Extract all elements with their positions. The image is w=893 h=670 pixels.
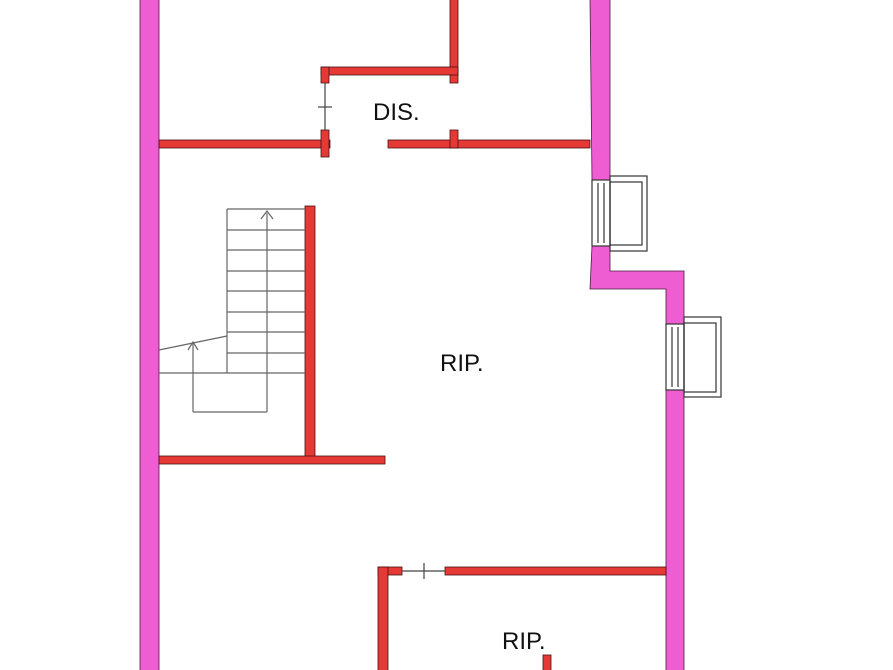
interior-wall xyxy=(444,566,667,576)
interior-wall xyxy=(449,0,459,84)
interior-wall xyxy=(542,654,552,670)
room-label-rip-main: RIP. xyxy=(440,350,484,377)
interior-wall xyxy=(304,205,316,460)
windows xyxy=(591,175,722,398)
interior-wall xyxy=(449,129,459,149)
staircase xyxy=(158,208,305,413)
interior-wall xyxy=(320,66,459,76)
door-marks xyxy=(318,83,445,579)
exterior-walls xyxy=(139,0,685,670)
interior-walls xyxy=(158,0,667,670)
exterior-wall-left xyxy=(139,0,160,670)
room-label-rip-small: RIP. xyxy=(502,628,546,655)
room-label-dis: DIS. xyxy=(373,99,420,126)
window-lower xyxy=(665,316,722,398)
window-upper xyxy=(591,175,648,252)
interior-wall xyxy=(158,455,386,465)
interior-wall xyxy=(387,139,591,149)
room-labels: DIS. RIP. RIP. xyxy=(373,99,546,655)
interior-wall xyxy=(377,566,389,670)
interior-wall xyxy=(320,129,330,158)
interior-wall xyxy=(158,139,331,149)
interior-wall xyxy=(320,66,330,84)
